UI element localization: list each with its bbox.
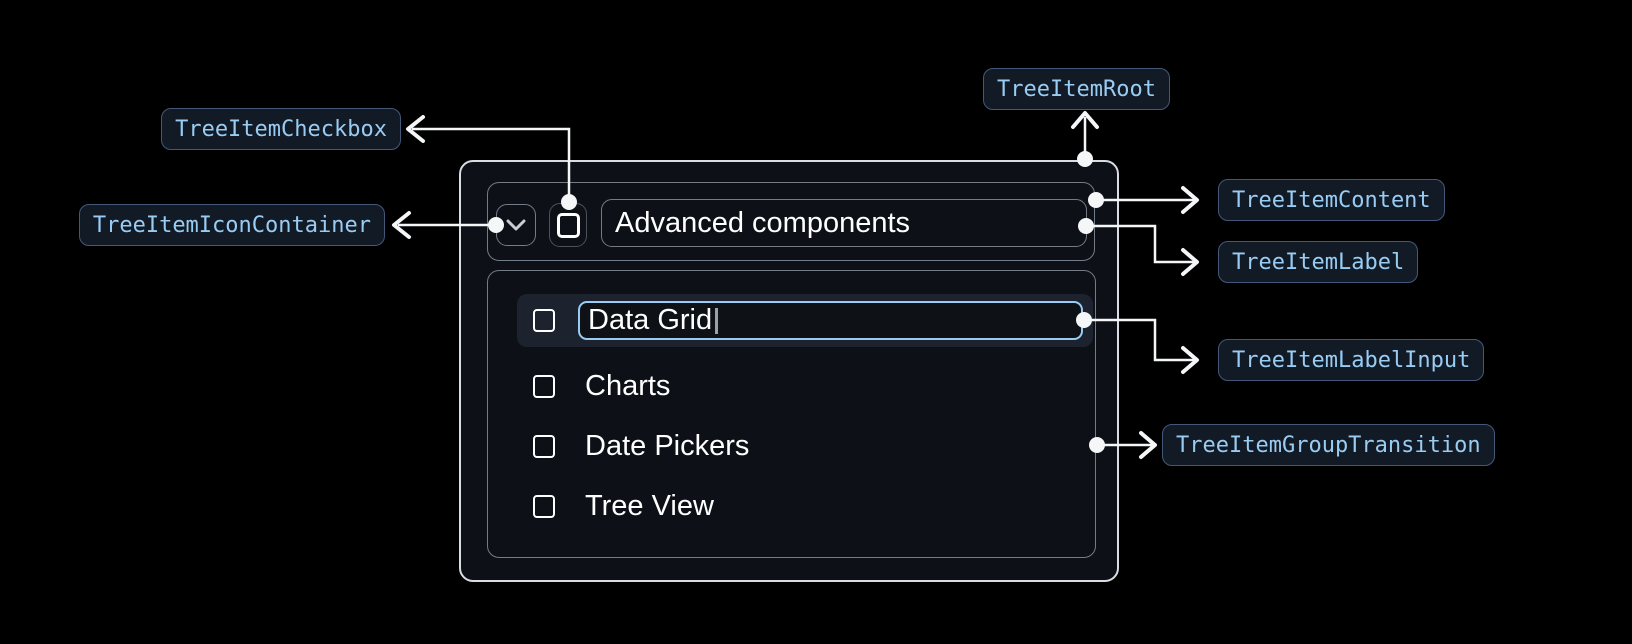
chip-tree-item-icon-container: TreeItemIconContainer: [78, 204, 385, 246]
tree-row[interactable]: Date Pickers: [517, 420, 1093, 473]
tree-item-label-text: Tree View: [585, 490, 714, 522]
chip-tree-item-group-transition: TreeItemGroupTransition: [1162, 424, 1495, 466]
tree-row[interactable]: Tree View: [517, 480, 1093, 533]
tree-row[interactable]: Charts: [517, 360, 1093, 413]
connector-root: [1071, 111, 1099, 167]
tree-row-editing[interactable]: Data Grid: [517, 294, 1093, 347]
chip-tree-item-root: TreeItemRoot: [983, 68, 1170, 110]
parent-label-text: Advanced components: [615, 206, 911, 239]
label-input-value: Data Grid: [588, 304, 713, 336]
chip-tree-item-content: TreeItemContent: [1218, 179, 1445, 221]
checkbox-unchecked-icon[interactable]: [533, 375, 555, 398]
chip-tree-item-label: TreeItemLabel: [1218, 241, 1419, 283]
label-edit-input[interactable]: Data Grid: [578, 301, 1083, 340]
tree-item-content-panel[interactable]: [487, 182, 1095, 261]
tree-item-root-panel: [459, 160, 1119, 582]
tree-item-label-box[interactable]: Advanced components: [601, 199, 1087, 247]
chevron-down-icon: [506, 219, 526, 231]
tree-item-label-text: Charts: [585, 370, 671, 402]
chip-tree-item-label-input: TreeItemLabelInput: [1218, 339, 1485, 381]
tree-item-group-panel: [487, 270, 1096, 558]
expand-collapse-button[interactable]: [496, 204, 536, 246]
tree-item-label-text: Date Pickers: [585, 430, 750, 462]
checkbox-unchecked-icon[interactable]: [533, 495, 555, 518]
chip-tree-item-checkbox: TreeItemCheckbox: [161, 108, 401, 150]
checkbox-unchecked-icon: [556, 212, 580, 238]
checkbox-unchecked-icon[interactable]: [533, 435, 555, 458]
parent-checkbox[interactable]: [549, 203, 587, 247]
checkbox-unchecked-icon[interactable]: [533, 309, 555, 332]
text-cursor: [715, 307, 719, 334]
